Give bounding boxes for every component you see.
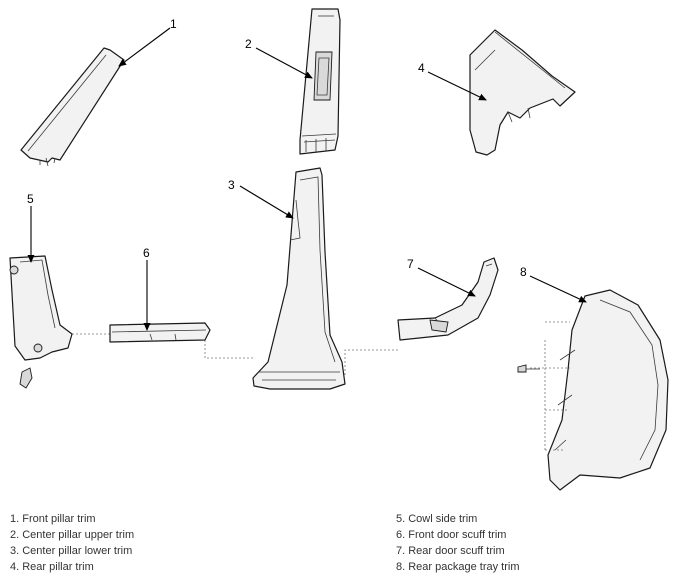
callout-1: 1 xyxy=(170,17,177,31)
legend-item: 4. Rear pillar trim xyxy=(10,561,94,573)
legend-item: 6. Front door scuff trim xyxy=(396,529,507,541)
legend-item: 7. Rear door scuff trim xyxy=(396,545,505,557)
rear-door-scuff-trim xyxy=(397,257,499,341)
cowl-side-trim xyxy=(9,255,73,389)
callout-5: 5 xyxy=(27,192,34,206)
rear-package-tray-trim xyxy=(517,289,669,491)
legend-item: 2. Center pillar upper trim xyxy=(10,529,135,541)
callout-7: 7 xyxy=(407,257,414,271)
front-pillar-trim xyxy=(20,47,125,167)
rear-pillar-trim xyxy=(469,29,576,156)
callout-4: 4 xyxy=(418,61,425,75)
legend-left: 1. Front pillar trim 2. Center pillar up… xyxy=(10,511,134,575)
center-pillar-upper-trim xyxy=(299,8,341,155)
callout-3: 3 xyxy=(228,178,235,192)
callout-2: 2 xyxy=(245,37,252,51)
legend-item: 8. Rear package tray trim xyxy=(396,561,520,573)
trim-parts-diagram: 1 2 3 4 5 6 7 8 xyxy=(9,8,669,491)
callout-numbers: 1 2 3 4 5 6 7 8 xyxy=(27,17,527,279)
leader-lines xyxy=(27,27,587,331)
legend-item: 3. Center pillar lower trim xyxy=(10,545,133,557)
legend-item: 1. Front pillar trim xyxy=(10,513,96,525)
center-pillar-lower-trim xyxy=(252,167,346,390)
legend-item: 5. Cowl side trim xyxy=(396,513,478,525)
callout-6: 6 xyxy=(143,246,150,260)
front-door-scuff-trim xyxy=(109,322,211,343)
legend-right: 5. Cowl side trim 6. Front door scuff tr… xyxy=(396,511,520,575)
callout-8: 8 xyxy=(520,265,527,279)
connection-lines xyxy=(72,333,545,375)
